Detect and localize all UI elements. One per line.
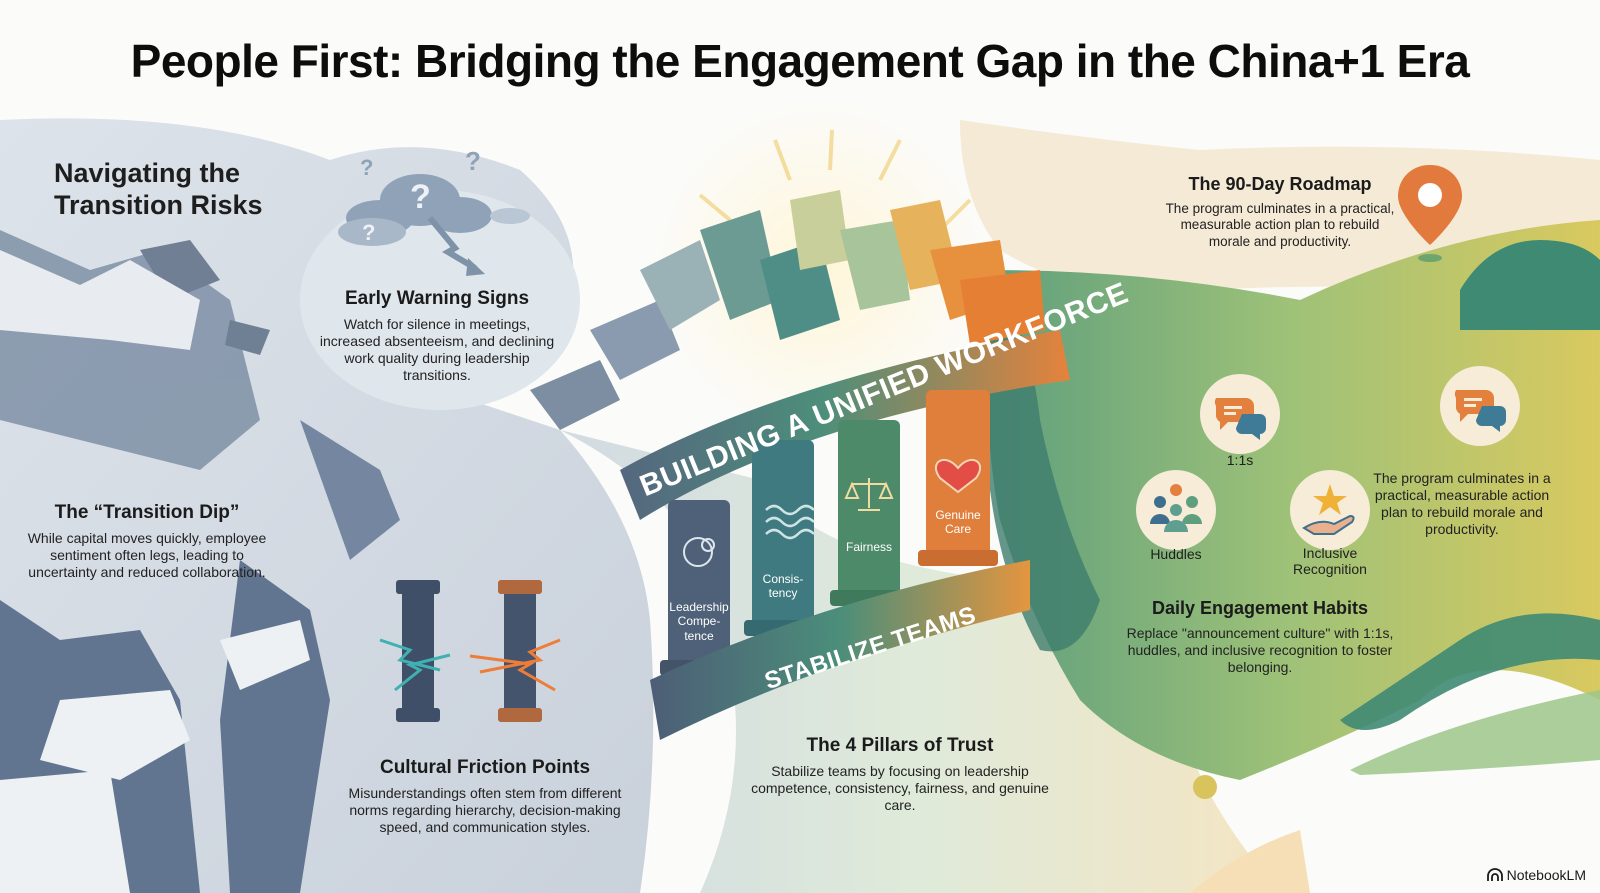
- brand-name: NotebookLM: [1506, 867, 1586, 883]
- roadmap-block: The 90-Day Roadmap The program culminate…: [1160, 174, 1400, 250]
- repeated-plan-body: The program culminates in a practical, m…: [1373, 470, 1551, 538]
- pillar-fairness: Fairness: [845, 540, 892, 554]
- early-warning-title: Early Warning Signs: [344, 288, 530, 309]
- four-pillars-block: The 4 Pillars of Trust Stabilize teams b…: [750, 735, 1050, 814]
- roadmap-body: The program culminates in a practical, m…: [1165, 201, 1395, 249]
- daily-habits-body: Replace "announcement culture" with 1:1s…: [1126, 625, 1394, 676]
- pillar-genuine-care: Genuine Care: [935, 508, 981, 537]
- pillar-consistency: Consis-tency: [762, 572, 804, 601]
- transition-dip-block: The “Transition Dip” While capital moves…: [22, 502, 272, 581]
- chat-bubbles-icon-secondary: [1440, 366, 1520, 446]
- habit-label-huddles: Huddles: [1150, 546, 1202, 562]
- daily-habits-block: Daily Engagement Habits Replace "announc…: [1120, 598, 1400, 676]
- notebooklm-logo-icon: [1486, 868, 1503, 881]
- repeated-plan-text: The program culminates in a practical, m…: [1362, 470, 1562, 538]
- svg-text:?: ?: [410, 178, 431, 216]
- daily-habits-title: Daily Engagement Habits: [1151, 598, 1369, 618]
- transition-dip-body: While capital moves quickly, employee se…: [27, 530, 267, 581]
- roadmap-title: The 90-Day Roadmap: [1188, 174, 1372, 194]
- group-icon: [1136, 470, 1216, 550]
- habit-label-1on1: 1:1s: [1226, 452, 1254, 468]
- page-title: People First: Bridging the Engagement Ga…: [130, 35, 1470, 87]
- star-hand-icon: [1290, 470, 1370, 550]
- early-warning-block: Early Warning Signs Watch for silence in…: [312, 288, 562, 384]
- brand-watermark: NotebookLM: [1486, 867, 1586, 883]
- section-heading-transition-risks: Navigating the Transition Risks: [54, 158, 263, 220]
- four-pillars-body: Stabilize teams by focusing on leadershi…: [751, 763, 1049, 814]
- pillar-leadership-competence: Leadership Compe-tence: [669, 600, 729, 643]
- svg-text:?: ?: [465, 146, 481, 176]
- four-pillars-title: The 4 Pillars of Trust: [806, 735, 994, 756]
- svg-text:?: ?: [360, 155, 373, 180]
- habit-label-inclusive-recognition: Inclusive Recognition: [1293, 545, 1367, 577]
- cultural-friction-title: Cultural Friction Points: [379, 757, 591, 778]
- cultural-friction-block: Cultural Friction Points Misunderstandin…: [345, 757, 625, 836]
- chat-bubbles-icon: [1200, 374, 1280, 454]
- transition-dip-title: The “Transition Dip”: [54, 502, 240, 523]
- early-warning-body: Watch for silence in meetings, increased…: [319, 316, 555, 384]
- cultural-friction-body: Misunderstandings often stem from differ…: [348, 785, 622, 836]
- svg-text:?: ?: [362, 220, 375, 245]
